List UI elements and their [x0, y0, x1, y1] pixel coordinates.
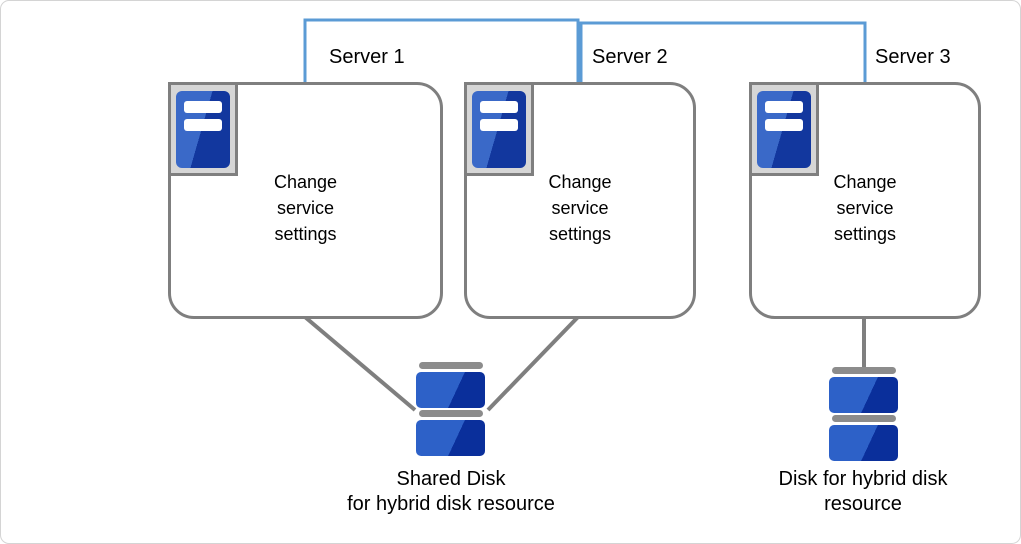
server-icon-slot [184, 100, 222, 113]
server-icon [464, 82, 534, 176]
disk-cap [831, 367, 896, 374]
hybrid-disk-icon [829, 367, 898, 463]
disk-cap [418, 410, 483, 417]
hybrid-disk-label: Disk for hybrid disk resource [778, 468, 948, 515]
link-server1-shared-disk [303, 315, 417, 412]
interconnect-server1-server2 [303, 18, 580, 83]
server3-box: Change service settings [749, 82, 981, 319]
shared-disk-icon [416, 362, 485, 458]
server-icon-body [176, 90, 230, 168]
disk-platter [416, 420, 485, 456]
server-icon-slot [480, 118, 518, 131]
shared-disk-label: Shared Disk for hybrid disk resource [347, 468, 555, 515]
server2-box: Change service settings [464, 82, 696, 319]
disk-platter [829, 425, 898, 461]
disk-platter [416, 372, 485, 408]
server1-body-text: Change service settings [273, 171, 338, 244]
disk-cap [831, 415, 896, 422]
server2-body-text: Change service settings [548, 171, 612, 244]
server-icon-slot [765, 100, 803, 113]
server-icon-body [472, 90, 526, 168]
disk-platter [829, 377, 898, 413]
server-icon-slot [765, 118, 803, 131]
interconnect-server2-server3 [579, 21, 867, 83]
server1-label: Server 1 [329, 46, 405, 68]
server-icon [168, 82, 238, 176]
server-icon-slot [480, 100, 518, 113]
server2-label: Server 2 [592, 46, 668, 68]
server-icon [749, 82, 819, 176]
server-icon-body [757, 90, 811, 168]
disk-cap [418, 362, 483, 369]
link-server2-shared-disk [486, 315, 580, 412]
server3-body-text: Change service settings [833, 171, 897, 244]
server1-box: Change service settings [168, 82, 443, 319]
server3-label: Server 3 [875, 46, 951, 68]
server-icon-slot [184, 118, 222, 131]
